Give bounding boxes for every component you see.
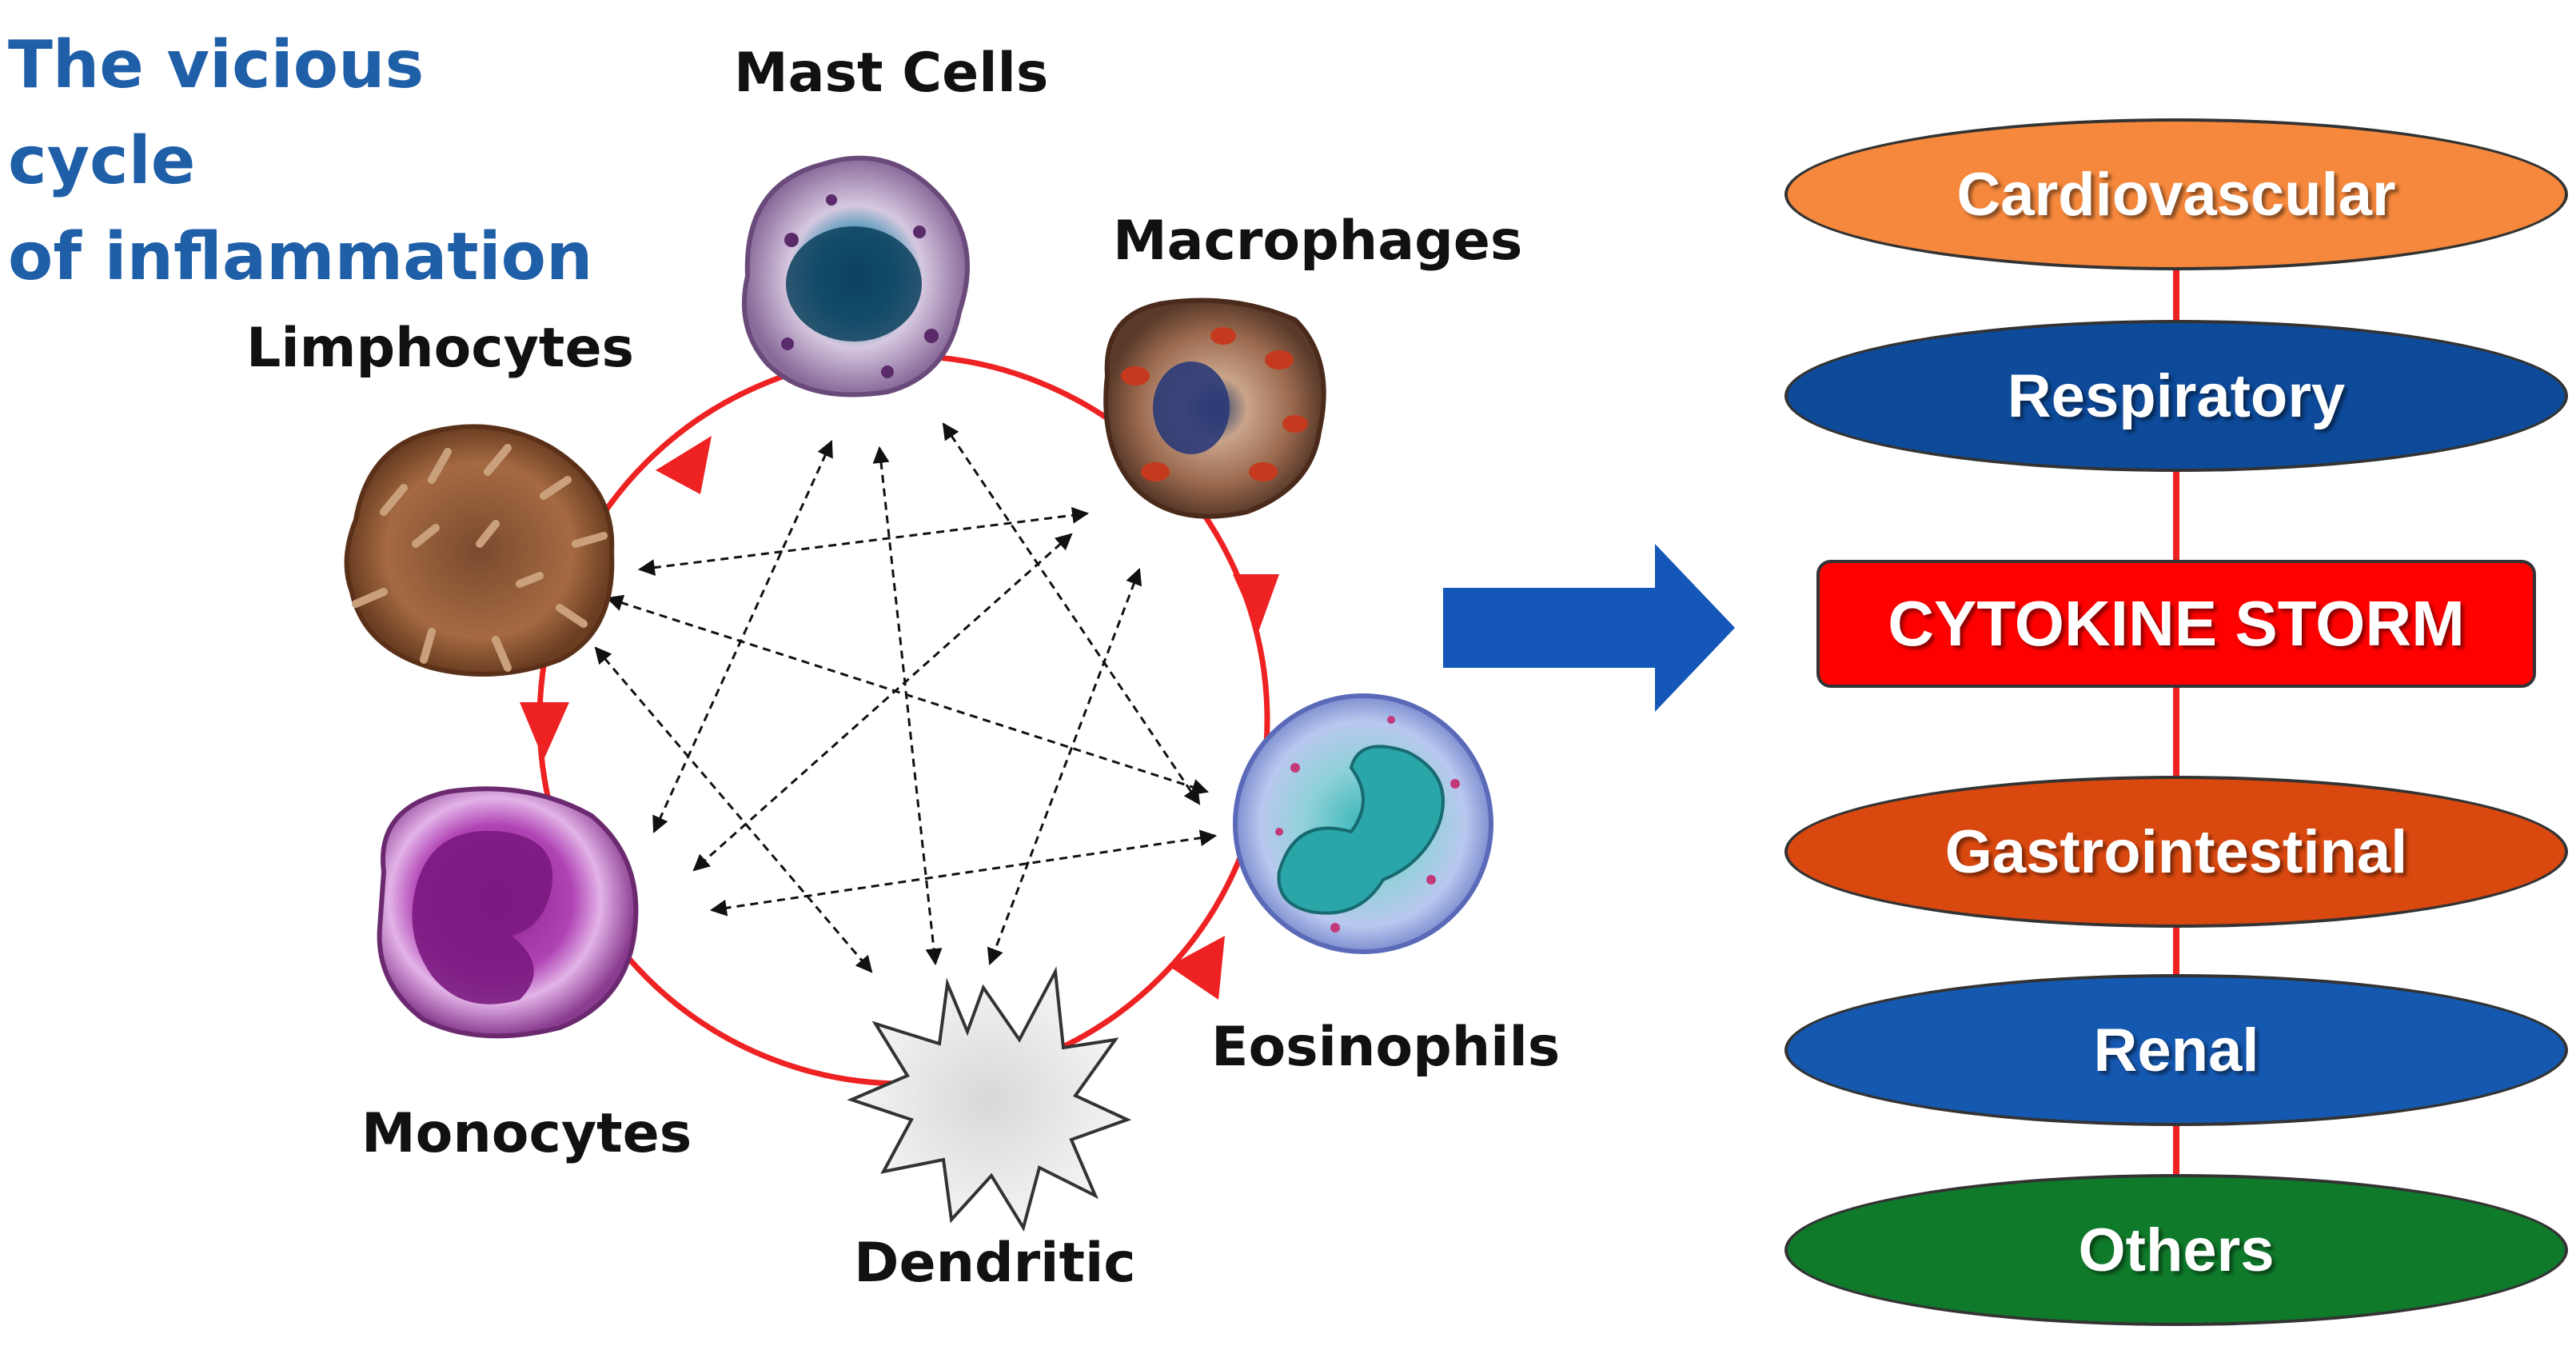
organ-label: Renal xyxy=(2093,1016,2259,1084)
interaction-arrow xyxy=(872,445,943,966)
interaction-arrow xyxy=(594,646,873,973)
title-line-2: of inflammation xyxy=(8,219,593,295)
interaction-arrows xyxy=(594,422,1218,973)
label-eosinophils: Eosinophils xyxy=(1211,1016,1561,1079)
interaction-arrow xyxy=(709,829,1218,917)
interaction-arrow xyxy=(692,533,1073,872)
interaction-arrow xyxy=(652,440,833,833)
organ-others: Others xyxy=(1784,1174,2568,1326)
label-mast-cells: Mast Cells xyxy=(734,42,1049,105)
cycle-arrowhead xyxy=(1233,574,1279,632)
title-line-1: The vicious cycle xyxy=(8,27,425,199)
label-dendritic: Dendritic xyxy=(854,1232,1136,1295)
label-limphocytes: Limphocytes xyxy=(246,317,635,380)
organ-respiratory: Respiratory xyxy=(1784,320,2568,472)
label-macrophages: Macrophages xyxy=(1113,210,1523,273)
flow-arrow xyxy=(1443,544,1735,712)
cytokine-storm-box: CYTOKINE STORM xyxy=(1816,560,2536,688)
organ-cardiovascular: Cardiovascular xyxy=(1784,118,2568,270)
interaction-arrow xyxy=(942,422,1201,805)
monocyte-image xyxy=(377,786,639,1039)
cycle-arrowhead xyxy=(520,702,569,760)
organ-label: Others xyxy=(2078,1216,2275,1284)
eosinophil-image xyxy=(1233,693,1493,954)
diagram-title: The vicious cycle of inflammation xyxy=(8,18,616,306)
label-monocytes: Monocytes xyxy=(361,1102,692,1165)
organ-gastrointestinal: Gastrointestinal xyxy=(1784,776,2568,928)
interaction-arrow xyxy=(637,506,1090,577)
cycle-arrowhead xyxy=(1169,936,1225,1000)
organ-label: Respiratory xyxy=(2007,361,2346,430)
organ-label: Gastrointestinal xyxy=(1944,817,2408,886)
dendritic-cell-image xyxy=(847,966,1132,1232)
limphocyte-image xyxy=(344,424,615,677)
organ-label: Cardiovascular xyxy=(1956,160,2396,229)
macrophage-image xyxy=(1103,298,1326,519)
interaction-arrow xyxy=(987,568,1142,965)
organ-renal: Renal xyxy=(1784,974,2568,1126)
mast-cell-image xyxy=(741,155,970,397)
cytokine-storm-label: CYTOKINE STORM xyxy=(1888,588,2465,659)
